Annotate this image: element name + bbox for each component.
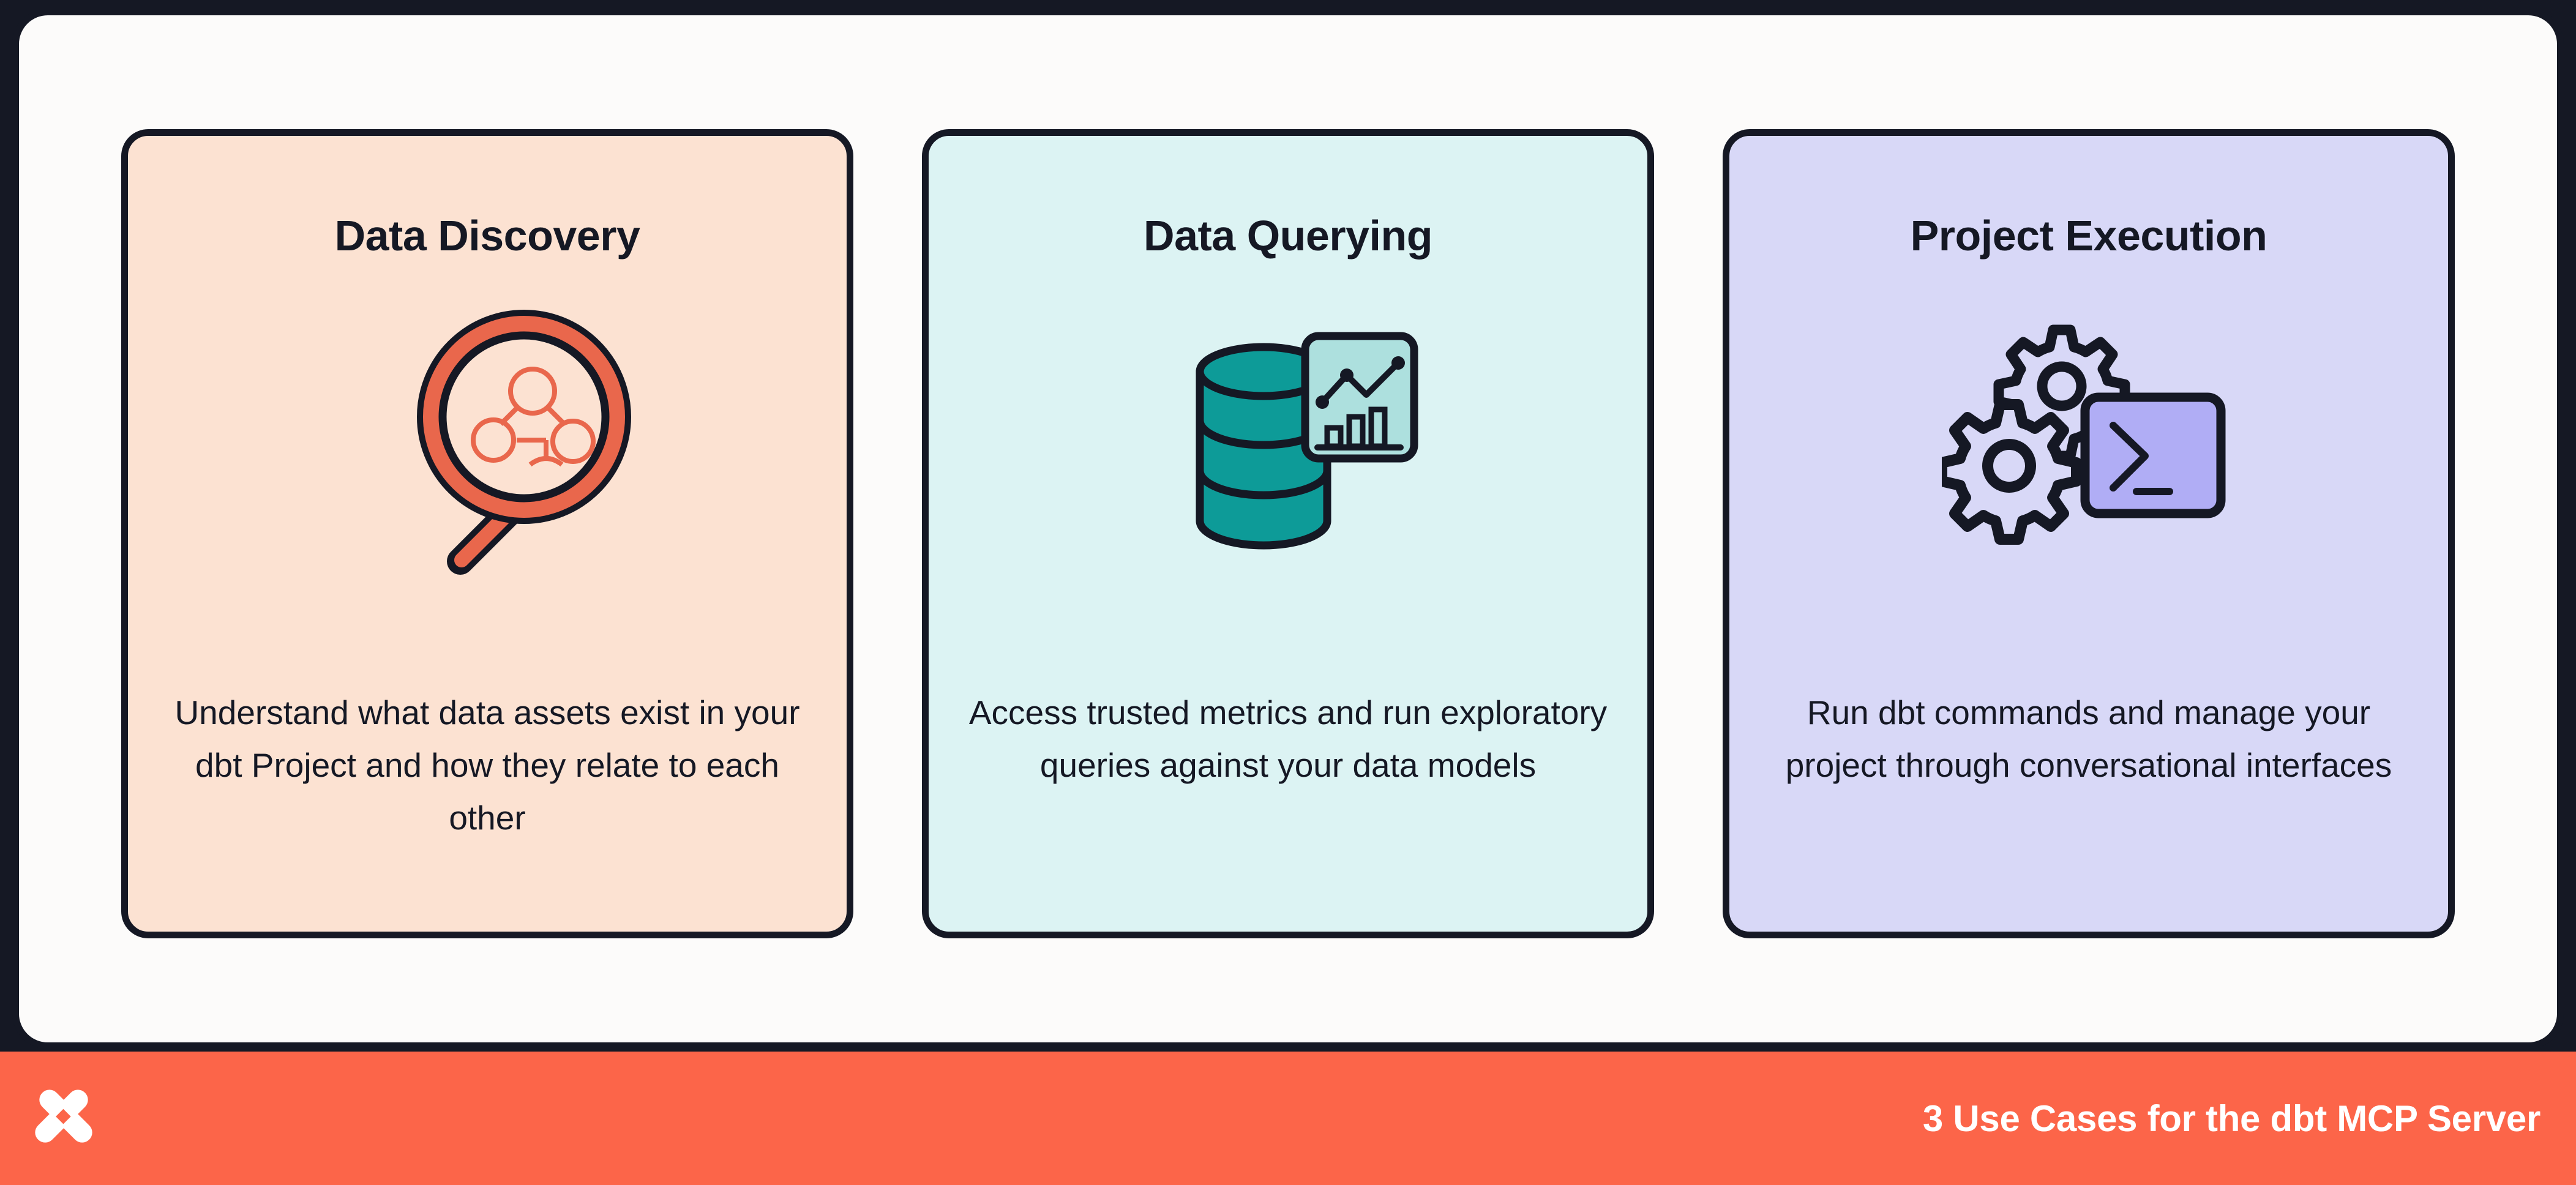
card-description: Access trusted metrics and run explorato… [968, 693, 1608, 784]
card-data-querying: Data Querying [922, 129, 1654, 938]
footer-bar: 3 Use Cases for the dbt MCP Server [0, 1052, 2576, 1185]
card-title: Data Querying [1144, 212, 1432, 260]
magnifying-glass-lineage-icon [128, 285, 847, 610]
card-data-discovery: Data Discovery [121, 129, 853, 938]
card-title: Data Discovery [334, 212, 640, 260]
footer-caption: 3 Use Cases for the dbt MCP Server [1922, 1097, 2540, 1139]
card-execution: Project Execution [1723, 129, 2455, 938]
card-title: Project Execution [1910, 212, 2267, 260]
card-description: Understand what data assets exist in you… [174, 693, 800, 837]
database-chart-icon [929, 285, 1647, 610]
dbt-logo [28, 1083, 99, 1154]
gears-terminal-icon [1729, 285, 2448, 610]
card-description: Run dbt commands and manage your project… [1785, 693, 2392, 784]
content-panel: Data Discovery [12, 9, 2564, 1049]
